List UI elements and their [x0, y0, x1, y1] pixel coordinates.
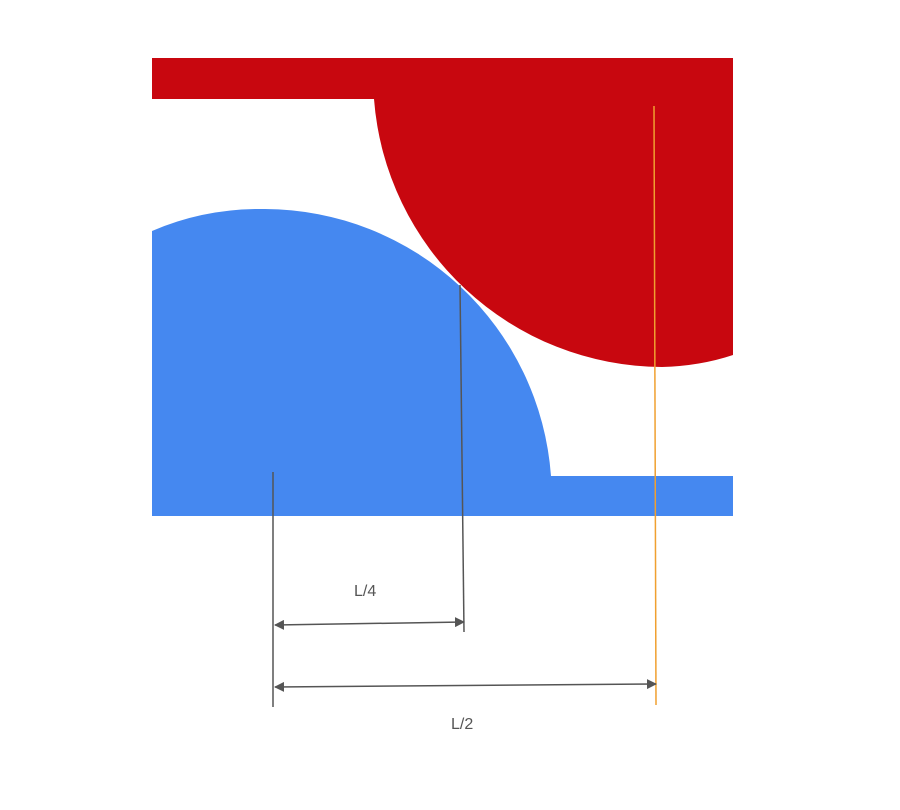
quarter-extension-line [459, 284, 465, 633]
bottom-blue-shape [152, 208, 733, 517]
quarter-dimension-arrow [274, 617, 465, 630]
quarter-dimension-label: L/4 [354, 583, 376, 600]
half-dimension-label: L/2 [451, 716, 473, 733]
center-reference-line [653, 105, 657, 706]
top-red-shape [152, 58, 733, 367]
half-dimension-arrow [274, 679, 657, 692]
